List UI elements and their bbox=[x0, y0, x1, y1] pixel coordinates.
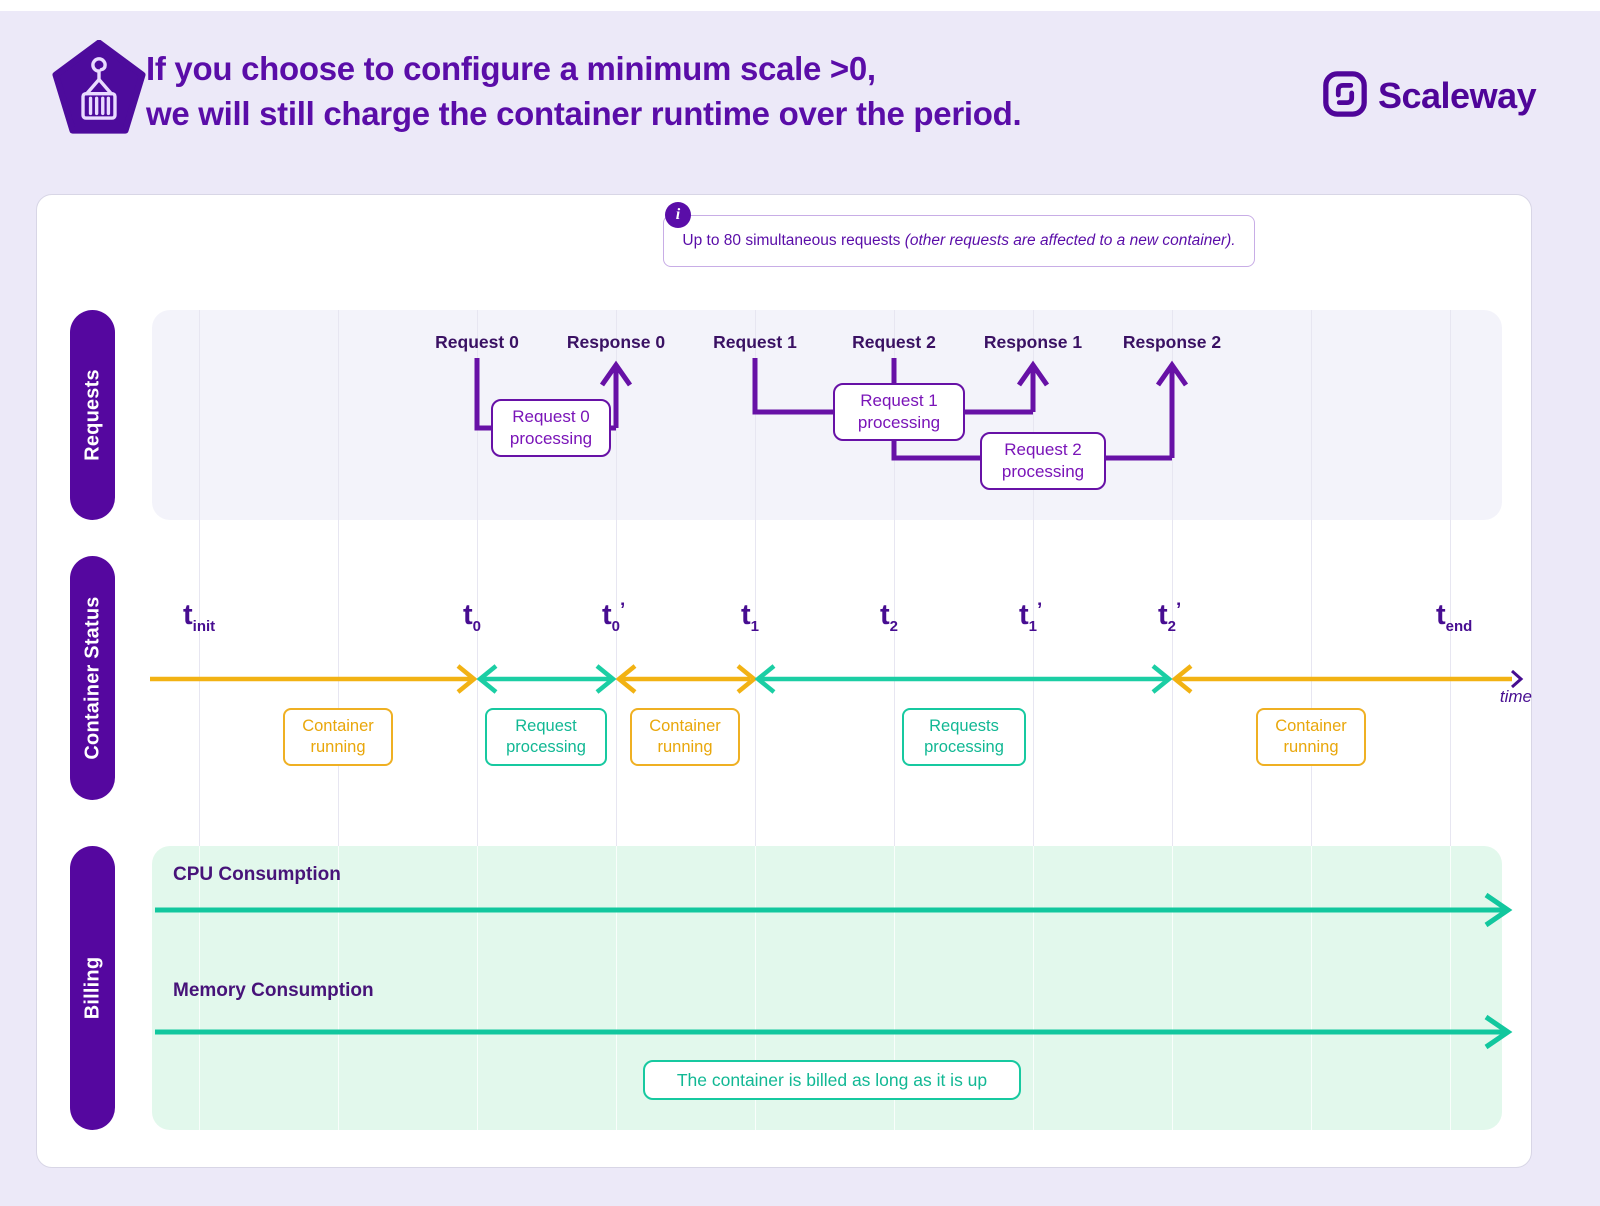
time-point-t1-prime: t1’ bbox=[1019, 599, 1043, 635]
processing-box-request-2: Request 2 processing bbox=[980, 432, 1106, 490]
time-point-t2: t2 bbox=[880, 599, 899, 635]
gridline bbox=[338, 310, 339, 846]
time-point-t-end: tend bbox=[1436, 599, 1473, 635]
gridline bbox=[1172, 310, 1173, 846]
gridline bbox=[477, 846, 478, 1130]
section-label-requests: Requests bbox=[70, 310, 115, 520]
time-point-t0: t0 bbox=[463, 599, 482, 635]
gridline bbox=[755, 846, 756, 1130]
gridline bbox=[477, 310, 478, 846]
scaleway-mark-icon bbox=[1322, 69, 1368, 124]
processing-box-request-1: Request 1 processing bbox=[833, 383, 965, 441]
container-crane-icon bbox=[52, 39, 146, 136]
processing-box-line1: Request 1 bbox=[860, 390, 938, 410]
cpu-consumption-label: CPU Consumption bbox=[173, 864, 341, 885]
gridline bbox=[616, 310, 617, 846]
gridline bbox=[1172, 846, 1173, 1130]
info-callout: Up to 80 simultaneous requests (other re… bbox=[663, 215, 1255, 267]
section-label-container-status: Container Status bbox=[70, 556, 115, 800]
info-text-regular: Up to 80 simultaneous requests bbox=[682, 232, 905, 249]
time-point-t-init: tinit bbox=[183, 599, 216, 635]
info-icon: i bbox=[665, 202, 691, 228]
gridline bbox=[755, 310, 756, 846]
gridline bbox=[338, 846, 339, 1130]
section-label-billing-text: Billing bbox=[81, 956, 103, 1020]
info-text: Up to 80 simultaneous requests (other re… bbox=[682, 232, 1235, 250]
event-label-response-0: Response 0 bbox=[566, 332, 666, 352]
top-strip bbox=[0, 0, 1600, 11]
processing-box-line2: processing bbox=[1001, 462, 1085, 481]
gridline bbox=[199, 846, 200, 1130]
memory-consumption-label: Memory Consumption bbox=[173, 980, 374, 1001]
gridline bbox=[1311, 846, 1312, 1130]
time-axis-label: time bbox=[1499, 687, 1532, 706]
gridline bbox=[1033, 846, 1034, 1130]
gridline bbox=[1311, 310, 1312, 846]
processing-box-line1: Request 0 bbox=[512, 406, 590, 426]
gridline bbox=[1450, 846, 1451, 1130]
processing-box-line1: Request 2 bbox=[1004, 439, 1082, 459]
event-label-response-1: Response 1 bbox=[983, 332, 1083, 352]
section-label-requests-text: Requests bbox=[81, 369, 103, 461]
event-label-request-1: Request 1 bbox=[713, 332, 797, 352]
title-line-1: If you choose to configure a minimum sca… bbox=[146, 50, 876, 87]
time-point-t0-prime: t0’ bbox=[602, 599, 626, 635]
requests-panel bbox=[152, 310, 1502, 520]
gridline bbox=[894, 846, 895, 1130]
time-point-t1: t1 bbox=[741, 599, 760, 635]
page-title: If you choose to configure a minimum sca… bbox=[146, 46, 1306, 136]
brand-logo: Scaleway bbox=[1322, 66, 1562, 126]
time-point-t2-prime: t2’ bbox=[1158, 599, 1182, 635]
gridline bbox=[1450, 310, 1451, 846]
processing-box-line2: processing bbox=[509, 429, 593, 448]
event-label-response-2: Response 2 bbox=[1122, 332, 1222, 352]
gridline bbox=[616, 846, 617, 1130]
processing-box-request-0: Request 0 processing bbox=[491, 399, 611, 457]
processing-box-line2: processing bbox=[857, 413, 941, 432]
gridline bbox=[894, 310, 895, 846]
gridline bbox=[1033, 310, 1034, 846]
section-label-container-status-text: Container Status bbox=[81, 596, 103, 760]
section-label-billing: Billing bbox=[70, 846, 115, 1130]
info-text-italic: (other requests are affected to a new co… bbox=[904, 232, 1236, 249]
title-line-2: we will still charge the container runti… bbox=[146, 95, 1022, 132]
event-label-request-2: Request 2 bbox=[852, 332, 936, 352]
gridline bbox=[199, 310, 200, 846]
brand-name: Scaleway bbox=[1378, 75, 1537, 116]
event-label-request-0: Request 0 bbox=[435, 332, 519, 352]
billing-note-box: The container is billed as long as it is… bbox=[643, 1060, 1021, 1100]
